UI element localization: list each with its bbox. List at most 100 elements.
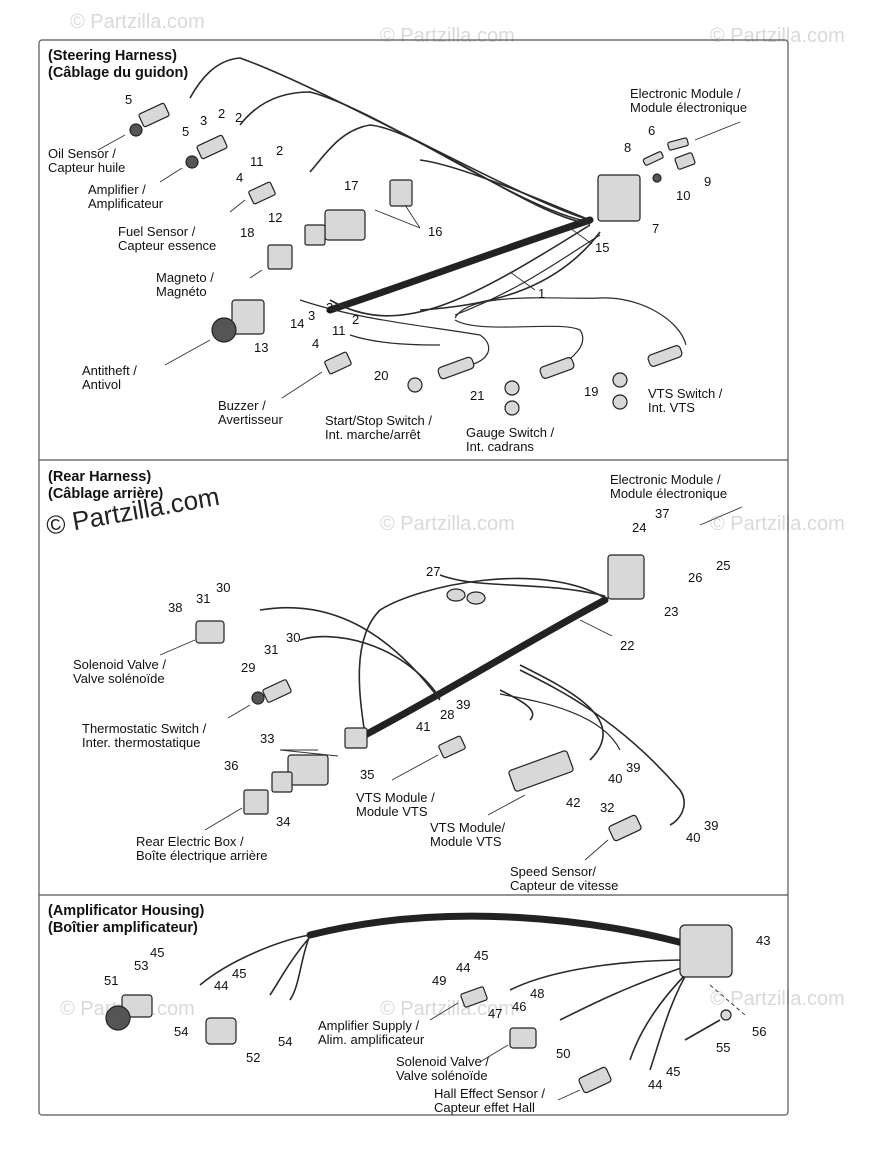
rear-harness: Solenoid Valve / Valve solénoïde Thermos… <box>73 472 743 893</box>
wire-branch <box>289 934 311 1001</box>
callout: 31 <box>264 642 278 657</box>
arrow <box>249 269 263 279</box>
callout: 45 <box>474 948 488 963</box>
main-harness-trunk <box>306 912 694 949</box>
connector-52 <box>205 1017 237 1045</box>
start-stop-switch <box>437 356 475 380</box>
callout: 5 <box>182 124 189 139</box>
watermark: © Partzilla.com <box>710 988 845 1010</box>
section-subtitle-steering: (Câblage du guidon) <box>48 65 188 81</box>
leader-line <box>569 227 593 245</box>
wire-branch <box>649 967 691 1071</box>
main-harness-trunk <box>326 216 594 314</box>
wire-branch <box>439 574 606 597</box>
vts-module-connector <box>438 735 466 759</box>
label-vts-module: Module VTS <box>430 834 502 849</box>
arrow <box>487 794 526 816</box>
terminal-clip <box>674 152 696 170</box>
callout: 5 <box>125 92 132 107</box>
label-speed-sensor: Speed Sensor/ <box>510 864 596 879</box>
label-amplifier-supply: Alim. amplificateur <box>318 1032 425 1047</box>
arrow <box>429 1002 459 1021</box>
callout: 40 <box>608 771 622 786</box>
amplifier-seal <box>185 155 199 169</box>
magneto-seal <box>304 224 326 246</box>
callout: 43 <box>756 933 770 948</box>
callout: 56 <box>752 1024 766 1039</box>
label-buzzer: Buzzer / <box>218 398 266 413</box>
arrow <box>164 339 211 366</box>
wire-branch <box>309 124 591 225</box>
arrow <box>584 839 609 861</box>
label-vts-switch: Int. VTS <box>648 400 695 415</box>
callout: 31 <box>196 591 210 606</box>
label-gauge-switch: Gauge Switch / <box>466 425 555 440</box>
callout: 41 <box>416 719 430 734</box>
buzzer-connector <box>324 351 352 375</box>
leader-line <box>374 209 421 229</box>
main-harness-trunk <box>361 596 609 739</box>
callout: 36 <box>224 758 238 773</box>
wire-branch <box>559 964 691 1021</box>
callout: 17 <box>344 178 358 193</box>
label-antitheft: Antivol <box>82 377 121 392</box>
section-title-amplificator: (Amplificator Housing) <box>48 903 204 919</box>
gauge-terminal <box>504 380 520 396</box>
label-fuel-sensor: Capteur essence <box>118 238 216 253</box>
callout: 38 <box>168 600 182 615</box>
washer <box>720 1009 732 1021</box>
oil-sensor-seal <box>129 123 143 137</box>
callout: 39 <box>704 818 718 833</box>
vts-connector <box>389 179 413 207</box>
terminal-pin <box>667 137 689 151</box>
arrow <box>699 506 743 526</box>
arrow <box>391 754 439 781</box>
arrow <box>204 807 243 831</box>
label-antitheft: Antitheft / <box>82 363 137 378</box>
connector-51 <box>121 994 153 1018</box>
label-solenoid-valve: Solenoid Valve / <box>73 657 166 672</box>
rear-electric-box-plug <box>243 789 269 815</box>
callout: 7 <box>652 221 659 236</box>
amplifier-connector <box>196 134 228 160</box>
amplificator-housing: Amplifier Supply / Alim. amplificateur S… <box>104 912 770 1115</box>
callout: 29 <box>241 660 255 675</box>
callout: 33 <box>260 731 274 746</box>
callout: 26 <box>688 570 702 585</box>
oil-sensor-connector <box>138 102 170 128</box>
label-vts-switch: VTS Switch / <box>648 386 723 401</box>
watermarks: © Partzilla.com © Partzilla.com © Partzi… <box>44 11 845 1020</box>
wire-branch <box>519 669 685 826</box>
callout: 45 <box>232 966 246 981</box>
arrow <box>159 167 183 183</box>
section-title-steering: (Steering Harness) <box>48 48 177 64</box>
callout: 27 <box>426 564 440 579</box>
label-fuel-sensor: Fuel Sensor / <box>118 224 196 239</box>
wire-branch <box>499 689 534 721</box>
wire-branch <box>454 234 601 316</box>
watermark: © Partzilla.com <box>70 11 205 33</box>
wire-branch <box>299 635 441 699</box>
label-amplifier: Amplificateur <box>88 196 164 211</box>
wire-branch <box>199 934 311 986</box>
label-start-stop: Start/Stop Switch / <box>325 413 432 428</box>
amplificator-housing-box <box>679 924 733 978</box>
wire-gauge <box>454 319 584 366</box>
callout: 54 <box>174 1024 188 1039</box>
callout: 37 <box>655 506 669 521</box>
callout: 28 <box>440 707 454 722</box>
callout: 44 <box>456 960 470 975</box>
callout: 3 <box>308 308 315 323</box>
terminal-plug <box>652 173 662 183</box>
label-buzzer: Avertisseur <box>218 412 283 427</box>
callout: 55 <box>716 1040 730 1055</box>
callout: 39 <box>626 760 640 775</box>
callout: 34 <box>276 814 290 829</box>
wire-vts <box>454 297 687 346</box>
callout: 2 <box>235 110 242 125</box>
callout: 21 <box>470 388 484 403</box>
callout: 11 <box>250 154 264 169</box>
vts-terminal <box>612 372 628 388</box>
leader-line <box>404 204 421 229</box>
